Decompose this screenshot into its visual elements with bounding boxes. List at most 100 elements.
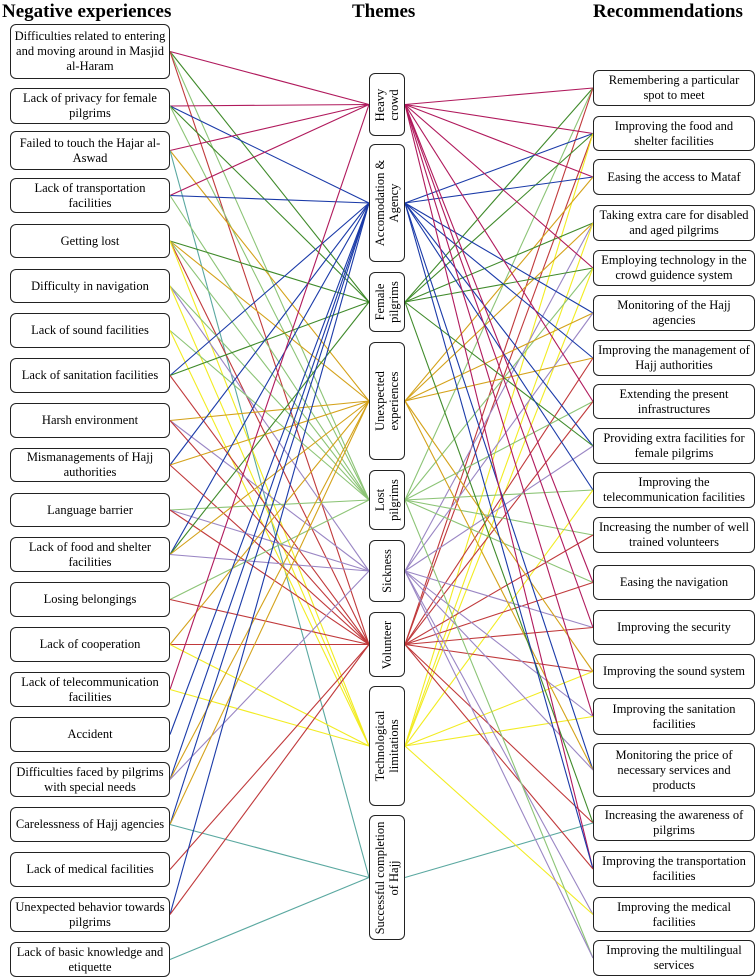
negative-experience-box: Lack of sound facilities [10, 313, 170, 348]
theme-recommendation-link [404, 202, 594, 870]
theme-recommendation-link [404, 176, 594, 402]
negative-theme-link [169, 420, 370, 645]
recommendation-box: Improving the telecommunication faciliti… [593, 472, 755, 508]
recommendation-box: Increasing the awareness of pilgrims [593, 805, 755, 841]
theme-recommendation-link [404, 301, 594, 447]
theme-recommendation-link [404, 87, 594, 501]
negative-experience-box: Lack of privacy for female pilgrims [10, 88, 170, 124]
theme-recommendation-link [404, 104, 594, 717]
theme-box: Volunteer [369, 612, 405, 677]
theme-label: Female pilgrims [373, 281, 401, 323]
theme-box: Sickness [369, 540, 405, 602]
theme-label: Successful completion of Hajj [373, 821, 401, 934]
recommendation-box: Monitoring of the Hajj agencies [593, 295, 755, 331]
recommendation-box: Improving the multilingual services [593, 940, 755, 976]
theme-recommendation-link [404, 489, 594, 747]
negative-theme-link [169, 202, 370, 466]
recommendation-box: Improving the transportation facilities [593, 851, 755, 887]
theme-recommendation-link [404, 202, 594, 359]
negative-theme-link [169, 570, 370, 780]
theme-recommendation-link [404, 400, 594, 771]
negative-experiences-header: Negative experiences [2, 1, 172, 22]
theme-recommendation-link [404, 267, 594, 747]
theme-recommendation-link [404, 104, 594, 269]
negative-theme-link [169, 499, 370, 600]
negative-theme-link [169, 400, 370, 422]
theme-recommendation-link [404, 670, 594, 747]
recommendation-box: Remembering a particular spot to meet [593, 70, 755, 106]
theme-box: Heavy crowd [369, 73, 405, 136]
negative-experience-box: Carelessness of Hajj agencies [10, 807, 170, 842]
negative-theme-link [169, 301, 370, 377]
theme-label: Lost pilgrims [373, 479, 401, 521]
theme-recommendation-link [404, 312, 594, 572]
theme-box: Successful completion of Hajj [369, 815, 405, 940]
negative-experience-box: Language barrier [10, 493, 170, 527]
negative-theme-link [169, 400, 370, 555]
theme-recommendation-link [404, 132, 594, 204]
recommendation-box: Improving the food and shelter facilitie… [593, 116, 755, 151]
negative-theme-link [169, 400, 370, 645]
negative-theme-link [169, 202, 370, 376]
negative-theme-link [169, 51, 370, 303]
negative-theme-link [169, 240, 370, 747]
recommendation-box: Easing the navigation [593, 565, 755, 600]
negative-experience-box: Accident [10, 717, 170, 752]
theme-recommendation-link [404, 499, 594, 584]
theme-recommendation-link [404, 202, 594, 314]
theme-recommendation-link [404, 87, 594, 106]
negative-experience-box: Lack of sanitation facilities [10, 358, 170, 393]
negative-theme-link [169, 103, 370, 197]
negative-theme-link [169, 150, 370, 402]
recommendations-header: Recommendations [593, 1, 743, 22]
negative-theme-link [169, 400, 370, 466]
theme-box: Female pilgrims [369, 272, 405, 332]
negative-theme-link [169, 420, 370, 572]
negative-theme-link [169, 240, 370, 303]
theme-recommendation-link [404, 570, 594, 771]
theme-label: Sickness [380, 549, 394, 593]
negative-theme-link [169, 105, 370, 204]
negative-experience-box: Lack of cooperation [10, 627, 170, 662]
negative-theme-link [169, 202, 370, 735]
theme-recommendation-link [404, 312, 594, 402]
theme-recommendation-link [404, 202, 594, 447]
negative-theme-link [169, 50, 370, 106]
negative-theme-link [169, 195, 370, 501]
recommendation-box: Providing extra facilities for female pi… [593, 428, 755, 464]
negative-theme-link [169, 644, 370, 870]
theme-recommendation-link [404, 644, 594, 870]
theme-box: Technological limitations [369, 686, 405, 806]
negative-theme-link [169, 194, 370, 204]
negative-experience-box: Difficulty in navigation [10, 269, 170, 303]
theme-recommendation-link [404, 489, 594, 501]
theme-recommendation-link [404, 357, 594, 402]
negative-theme-link [169, 202, 370, 780]
recommendation-box: Easing the access to Mataf [593, 159, 755, 195]
negative-experience-box: Getting lost [10, 224, 170, 258]
negative-experience-box: Lack of transportation facilities [10, 178, 170, 213]
recommendation-box: Increasing the number of well trained vo… [593, 517, 755, 553]
theme-recommendation-link [404, 133, 594, 747]
negative-theme-link [169, 876, 370, 961]
theme-label: Volunteer [380, 620, 394, 669]
negative-theme-link [169, 202, 370, 825]
recommendation-box: Improving the sanitation facilities [593, 698, 755, 735]
theme-label: Accomodation & Agency [373, 159, 401, 247]
negative-theme-link [169, 105, 370, 501]
theme-label: Unexpected experiences [373, 371, 401, 431]
negative-theme-link [169, 688, 370, 747]
theme-recommendation-link [404, 581, 594, 646]
negative-theme-link [169, 202, 370, 915]
negative-experience-box: Lack of medical facilities [10, 852, 170, 887]
theme-recommendation-link [404, 745, 594, 915]
negative-theme-link [169, 240, 370, 501]
negative-experience-box: Difficulties faced by pilgrims with spec… [10, 762, 170, 797]
negative-experience-box: Lack of basic knowledge and etiquette [10, 942, 170, 977]
negative-experience-box: Failed to touch the Hajar al-Aswad [10, 131, 170, 170]
theme-recommendation-link [404, 104, 594, 870]
negative-theme-link [169, 598, 370, 646]
negative-theme-link [169, 509, 370, 645]
theme-recommendation-link [404, 103, 594, 135]
